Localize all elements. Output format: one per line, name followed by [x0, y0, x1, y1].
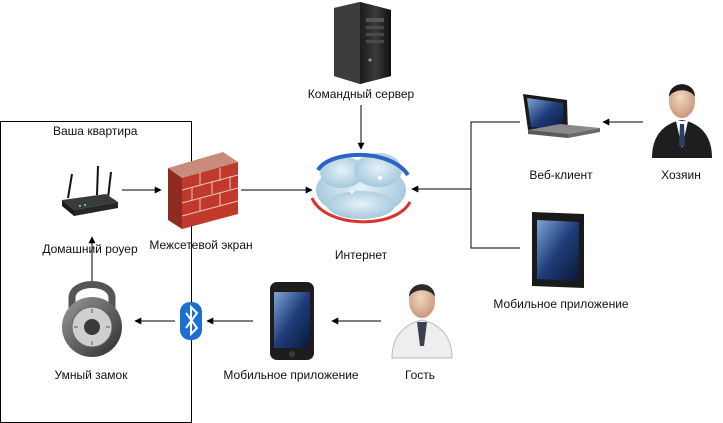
webclient-label: Веб-клиент	[529, 168, 593, 182]
guest-label: Гость	[404, 368, 436, 382]
tablet-label: Мобильное приложение	[493, 297, 629, 311]
apartment-label: Ваша квартира	[53, 124, 138, 138]
router-icon	[62, 165, 118, 216]
guest-person-icon	[391, 284, 453, 359]
connections	[88, 105, 643, 325]
router-label: Домашний роуер	[42, 242, 138, 256]
laptop-icon	[523, 94, 600, 138]
server-label: Командный сервер	[307, 87, 415, 101]
owner-person-icon	[652, 84, 712, 158]
firewall-icon	[168, 152, 239, 229]
internet-label: Интернет	[334, 248, 388, 262]
tablet-icon	[532, 212, 584, 288]
phone-icon	[270, 282, 314, 360]
bracket-clients	[470, 121, 520, 249]
server-icon	[334, 2, 391, 84]
bluetooth-icon	[180, 302, 202, 340]
cloud-icon	[310, 152, 412, 224]
owner-label: Хозяин	[661, 168, 701, 182]
phone-label: Мобильное приложение	[223, 368, 359, 382]
lock-label: Умный замок	[54, 368, 128, 382]
firewall-label: Межсетевой экран	[149, 238, 253, 252]
lock-icon	[62, 281, 122, 357]
